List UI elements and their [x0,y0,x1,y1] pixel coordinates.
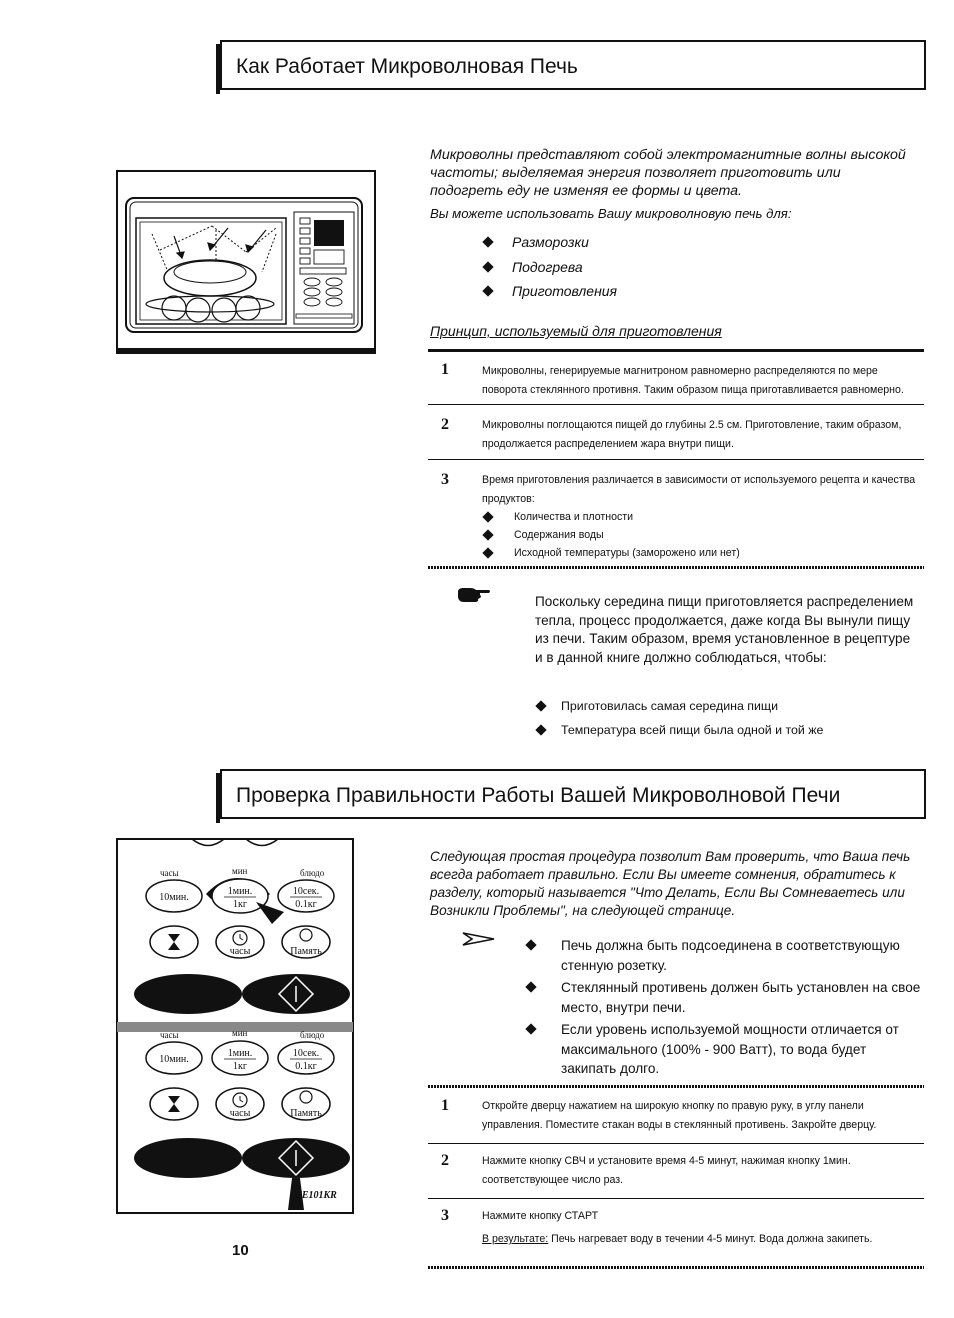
divider [428,1143,924,1144]
btn-10sec: 10сек. [293,1048,319,1059]
divider [428,459,924,460]
label-clock: часы [160,1030,179,1040]
step-text: Время приготовления различается в зависи… [482,474,916,505]
note-text: Поскольку середина пищи приготовляется р… [535,594,914,665]
list-item: Печь должна быть подсоединена в соответс… [525,936,921,975]
bullet-diamond-icon [525,981,537,993]
microwave-illustration [116,170,376,356]
divider [428,1266,924,1269]
label-min: мин [232,866,248,876]
label-clock: часы [160,868,179,878]
principle-heading: Принцип, используемый для приготовления [430,323,722,339]
label-dish: блюдо [300,1030,325,1040]
btn-01kg: 0.1кг [295,899,316,910]
btn-clock-label: часы [230,1108,251,1119]
step3-bullets: Количества и плотности Содержания воды И… [482,508,884,562]
bullet-diamond-icon [525,939,537,951]
btn-memory-label: Память [290,1108,322,1119]
result-text: Печь нагревает воду в течении 4-5 минут.… [551,1233,873,1245]
section-title-how-it-works: Как Работает Микроволновая Печь [216,40,926,94]
list-item: Разморозки [482,230,784,255]
section-title-text: Проверка Правильности Работы Вашей Микро… [236,784,841,807]
bullet-diamond-icon [482,261,494,273]
note-bullets: Приготовилась самая середина пищи Темпер… [535,694,921,742]
list-item: Подогрева [482,255,784,280]
uses-list: Разморозки Подогрева Приготовления [482,230,784,304]
btn-1kg: 1кг [233,899,247,910]
btn-1min: 1мин. [228,1048,253,1059]
step-number: 1 [441,361,449,378]
step-text: Микроволны поглощаются пищей до глубины … [482,419,902,450]
bullet-diamond-icon [482,236,494,248]
section-title-check-operation: Проверка Правильности Работы Вашей Микро… [216,769,926,823]
btn-10min: 10мин. [159,892,189,903]
control-panel-illustration: часы мин блюдо часы мин блюдо 10мин. 1ми… [116,838,354,1214]
btn-01kg: 0.1кг [295,1061,316,1072]
divider [428,404,924,405]
page-number: 10 [232,1242,249,1259]
bullet-diamond-icon [482,547,494,559]
label-min: мин [232,1028,248,1038]
step-number: 1 [441,1097,449,1114]
btn-clock-label: часы [230,946,251,957]
list-item: Стеклянный противень должен быть установ… [525,978,921,1017]
list-item: Количества и плотности [482,508,884,526]
list-item: Приготовилась самая середина пищи [535,694,921,718]
step-number: 3 [441,471,449,488]
step-text: Откройте дверцу нажатием на широкую кноп… [482,1100,877,1131]
btn-10sec: 10сек. [293,886,319,897]
bullet-diamond-icon [482,511,494,523]
step-text: Нажмите кнопку СВЧ и установите время 4-… [482,1155,851,1186]
divider [428,1085,924,1088]
step-text: Микроволны, генерируемые магнитроном рав… [482,365,904,396]
btn-10min: 10мин. [159,1054,189,1065]
result-block: В результате: Печь нагревает воду в тече… [482,1230,924,1249]
divider [428,349,924,352]
list-item: Температура всей пищи была одной и той ж… [535,718,921,742]
list-item: Приготовления [482,279,784,304]
uses-lead: Вы можете использовать Вашу микроволнову… [430,206,792,221]
list-item: Содержания воды [482,526,884,544]
bullet-diamond-icon [525,1023,537,1035]
pointing-hand-icon [456,586,492,609]
step-number: 3 [441,1207,449,1224]
result-label: В результате: [482,1233,549,1245]
bullet-diamond-icon [482,285,494,297]
step-number: 2 [441,416,449,433]
btn-1min: 1мин. [228,886,253,897]
bullet-diamond-icon [535,700,547,712]
model-label: CE101KR [295,1190,337,1201]
section1-intro: Микроволны представляют собой электромаг… [430,147,906,199]
section2-intro: Следующая простая процедура позволит Вам… [430,849,911,918]
step-text: Нажмите кнопку СТАРТ [482,1210,599,1222]
divider [428,566,924,569]
list-item: Исходной температуры (заморожено или нет… [482,544,884,562]
label-dish: блюдо [300,868,325,878]
checks-list: Печь должна быть подсоединена в соответс… [525,936,921,1079]
bullet-diamond-icon [482,529,494,541]
btn-1kg: 1кг [233,1061,247,1072]
list-item: Если уровень используемой мощности отлич… [525,1020,921,1079]
step-number: 2 [441,1152,449,1169]
arrow-pointer-icon [462,931,496,952]
section-title-text: Как Работает Микроволновая Печь [236,55,578,78]
btn-memory-label: Память [290,946,322,957]
divider [428,1198,924,1199]
bullet-diamond-icon [535,724,547,736]
